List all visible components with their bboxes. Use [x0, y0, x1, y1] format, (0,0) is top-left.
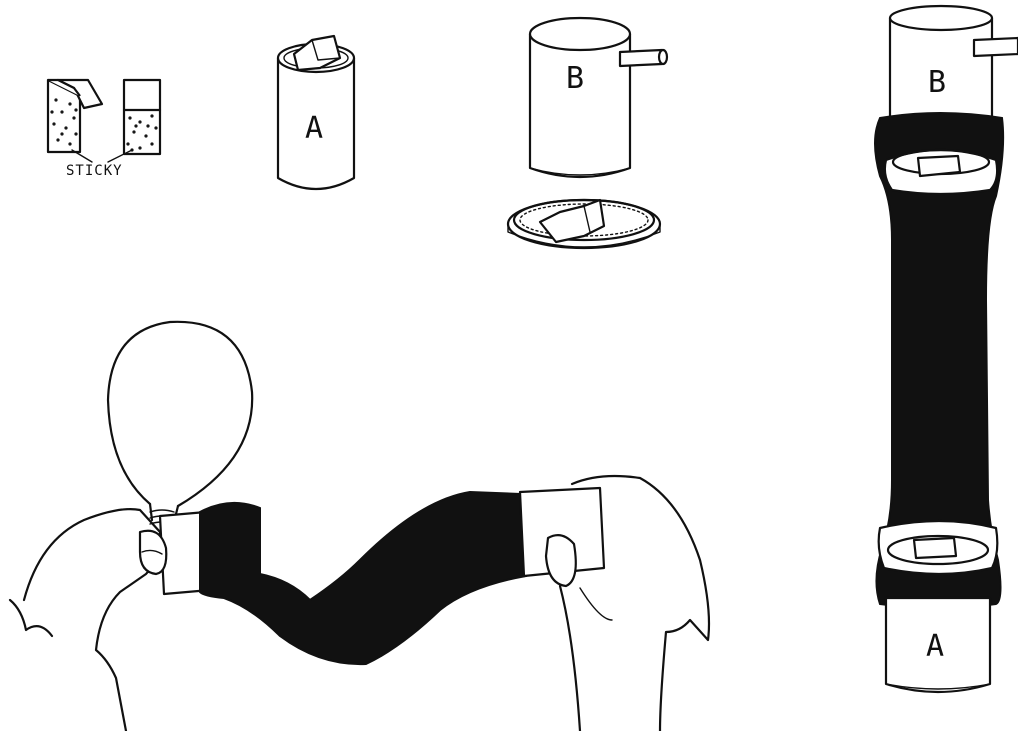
right-thumb: [544, 533, 577, 588]
balloon: [106, 320, 254, 508]
can-b: B: [528, 16, 669, 179]
assembled-b-label: B: [928, 65, 946, 100]
leader-line: [107, 149, 133, 163]
left-thumb: [138, 529, 168, 576]
assembled-sock: [874, 112, 1005, 609]
can-b-label: B: [566, 61, 584, 96]
tape-flat: [122, 78, 162, 156]
lower-tape: [912, 536, 958, 560]
tape-pieces: STICKY: [46, 78, 162, 179]
upper-tape: [916, 154, 962, 178]
sock-tube: [199, 490, 528, 666]
balloon-assembly: [8, 320, 711, 731]
can-b-lid: [506, 198, 662, 250]
assembled-a-label: A: [926, 629, 944, 664]
tape-folded: [46, 78, 104, 154]
sticky-label: STICKY: [66, 163, 123, 179]
assembled-column: B A: [874, 4, 1018, 694]
leader-line: [71, 149, 93, 163]
can-a-label: A: [305, 111, 323, 146]
can-a: A: [276, 34, 356, 191]
